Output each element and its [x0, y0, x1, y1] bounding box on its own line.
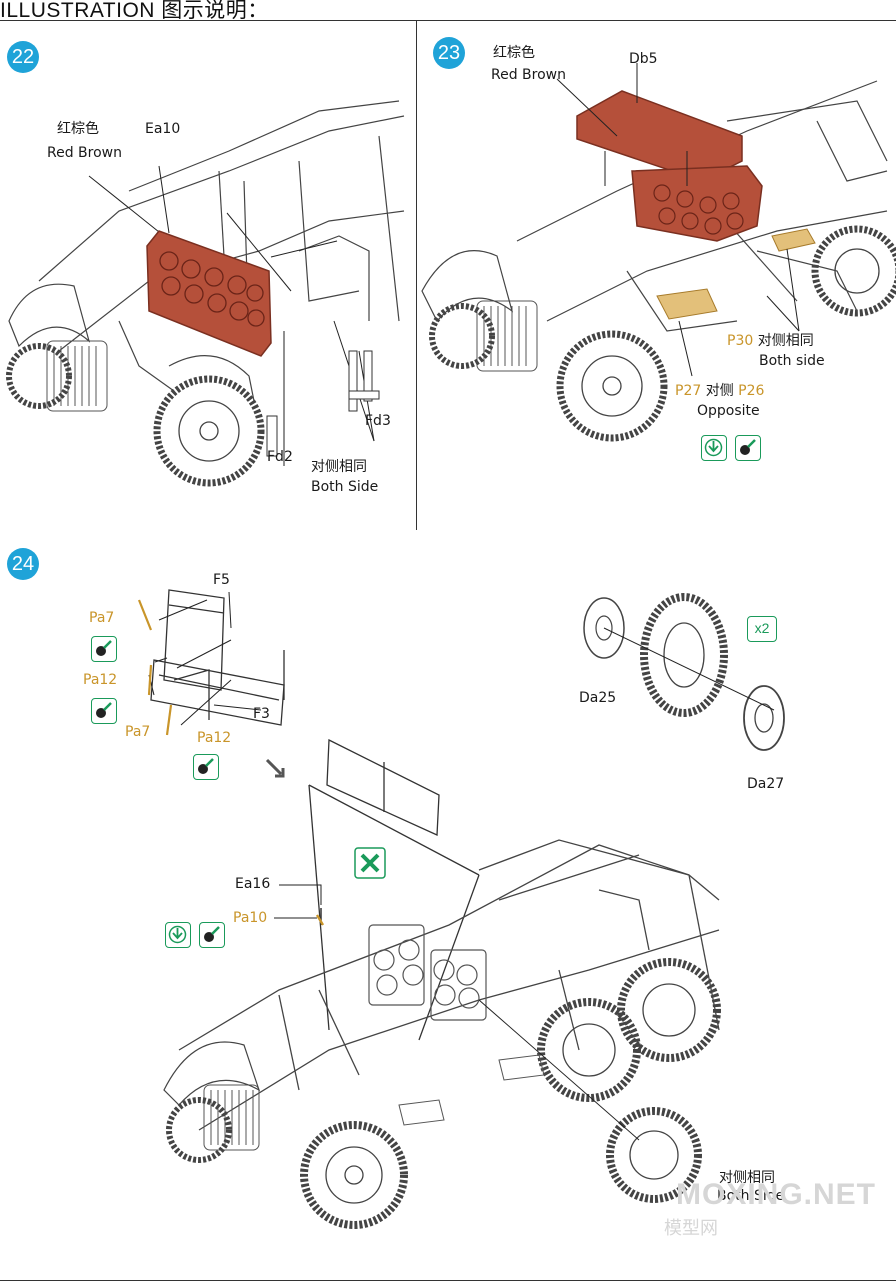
step-23-color-en: Red Brown: [491, 67, 566, 83]
quantity-badge: x2: [747, 616, 777, 642]
step-24-note-en: Both Side: [717, 1188, 785, 1204]
step-22-part-fd2: Fd2: [267, 449, 293, 465]
step-22-note-cn: 对侧相同: [311, 459, 367, 475]
paint-brush-icon-1: [91, 636, 117, 662]
step-24-part-pa12a: Pa12: [83, 672, 118, 688]
step-24-part-pa7b: Pa7: [125, 724, 151, 740]
step-24-part-pa7a: Pa7: [89, 610, 115, 626]
step-22-part-fd3: Fd3: [365, 413, 391, 429]
step-24-panel: 24: [0, 530, 896, 1281]
step-24-part-f5: F5: [213, 572, 230, 588]
page-title: ILLUSTRATION 图示说明：: [0, 0, 269, 22]
step-23-p26-code: P26: [738, 383, 765, 399]
step-22-note-en: Both Side: [311, 479, 379, 495]
step-24-note-cn: 对侧相同: [719, 1170, 775, 1186]
paint-brush-icon-3: [193, 754, 219, 780]
step-24-number: 24: [7, 548, 39, 580]
step-23-part-p30: P30 对侧相同: [727, 333, 814, 349]
watermark-cn: 模型网: [664, 1218, 718, 1238]
step-23-color-cn: 红棕色: [493, 45, 535, 61]
paint-brush-icon-4: [199, 922, 225, 948]
watermark-site: MOXING.NET: [676, 1178, 877, 1211]
glue-icon: [701, 435, 727, 461]
step-23-drawing: [421, 63, 896, 442]
step-24-part-da27: Da27: [747, 776, 785, 792]
step-24-drawing: [137, 589, 785, 1229]
step-23-panel: 23: [416, 20, 896, 532]
step-23-part-db5: Db5: [629, 51, 658, 67]
step-23-p30-code: P30: [727, 333, 754, 349]
glue-icon-2: [165, 922, 191, 948]
step-22-color-en: Red Brown: [47, 145, 122, 161]
step-22-part-ea10: Ea10: [145, 121, 181, 137]
step-23-part-p27-line: P27 对侧 P26: [675, 383, 764, 399]
step-24-part-pa10: Pa10: [233, 910, 268, 926]
step-23-note1-cn: 对侧相同: [757, 333, 814, 349]
step-24-part-ea16: Ea16: [235, 876, 271, 892]
red-brown-backrest: [631, 165, 763, 242]
step-23-p27-code: P27: [675, 383, 702, 399]
step-22-color-cn: 红棕色: [57, 121, 99, 137]
step-22-panel: 22: [0, 20, 418, 532]
step-23-note1-en: Both side: [759, 353, 825, 369]
paint-brush-icon: [735, 435, 761, 461]
step-23-opp-en: Opposite: [697, 403, 760, 419]
step-23-number: 23: [433, 37, 465, 69]
step-23-opp-cn: 对侧: [705, 383, 734, 399]
step-22-number: 22: [7, 41, 39, 73]
step-24-part-da25: Da25: [579, 690, 617, 706]
step-24-part-pa12b: Pa12: [197, 730, 232, 746]
paint-brush-icon-2: [91, 698, 117, 724]
step-22-drawing: [6, 100, 405, 487]
red-brown-seat-db5: [576, 90, 743, 182]
step-24-part-f3: F3: [253, 706, 270, 722]
